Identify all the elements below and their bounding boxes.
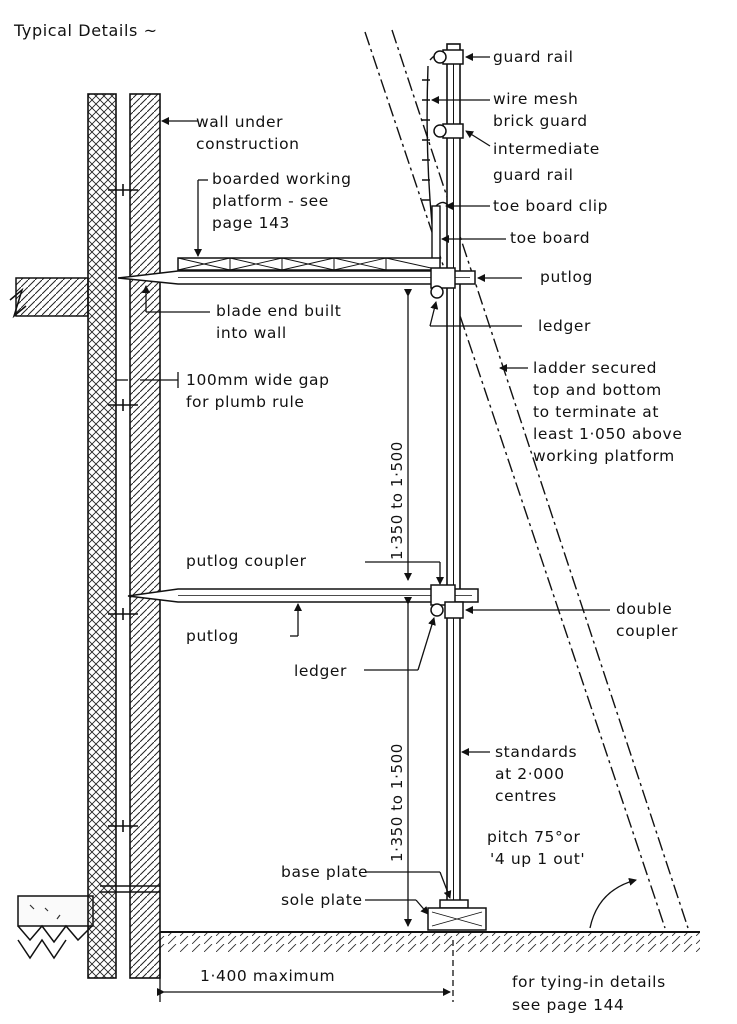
label-intermediate-guard-rail: guard rail [493, 166, 574, 184]
leader-lines [142, 53, 610, 915]
label-toe-board-clip: toe board clip [493, 197, 608, 215]
label-double: double [616, 600, 672, 618]
ground [160, 931, 700, 952]
label-wall-construction: construction [196, 135, 300, 153]
label-platform-3: page 143 [212, 214, 290, 232]
label-blade-2: into wall [216, 324, 287, 342]
ladder [364, 29, 689, 929]
label-platform-1: boarded working [212, 170, 352, 188]
label-putlog-lower: putlog [186, 627, 239, 645]
label-toe-board: toe board [510, 229, 590, 247]
sole-plate [427, 907, 487, 931]
pitch-angle-arc [589, 877, 637, 929]
label-ladder-1: ladder secured [533, 359, 657, 377]
putlog-upper [117, 267, 476, 299]
label-standards-3: centres [495, 787, 557, 805]
ground-slab [17, 895, 94, 960]
label-ledger-lower: ledger [294, 662, 347, 680]
diagram-title: Typical Details ~ [13, 21, 158, 40]
working-platform [177, 257, 441, 271]
label-putlog-top: putlog [540, 268, 593, 286]
wall-under-construction [87, 93, 161, 979]
dim-lower-height: 1·350 to 1·500 [388, 743, 406, 862]
label-ladder-4: least 1·050 above [533, 425, 682, 443]
label-platform-2: platform - see [212, 192, 329, 210]
standard [446, 43, 461, 913]
label-tying-2: see page 144 [512, 996, 625, 1014]
label-coupler: coupler [616, 622, 678, 640]
label-sole-plate: sole plate [281, 891, 363, 909]
base-plate [439, 899, 469, 909]
label-tying-1: for tying-in details [512, 973, 666, 991]
floor-slab [9, 277, 89, 319]
label-pitch-1: pitch 75°or [487, 828, 580, 846]
label-ladder-3: to terminate at [533, 403, 659, 421]
label-wall-under: wall under [196, 113, 283, 131]
intermediate-rail-coupler [433, 123, 464, 139]
label-pitch-2: '4 up 1 out' [490, 850, 585, 868]
label-standards-2: at 2·000 [495, 765, 565, 783]
dim-upper-height: 1·350 to 1·500 [388, 441, 406, 560]
label-gap-2: for plumb rule [186, 393, 305, 411]
label-putlog-coupler: putlog coupler [186, 552, 307, 570]
label-standards-1: standards [495, 743, 577, 761]
label-blade-1: blade end built [216, 302, 341, 320]
label-ledger-top: ledger [538, 317, 591, 335]
label-base-plate: base plate [281, 863, 368, 881]
label-intermediate: intermediate [493, 140, 600, 158]
label-wire-mesh: wire mesh [493, 90, 578, 108]
label-gap-1: 100mm wide gap [186, 371, 330, 389]
label-ladder-2: top and bottom [533, 381, 662, 399]
label-ladder-5: working platform [533, 447, 675, 465]
label-guard-rail: guard rail [493, 48, 574, 66]
putlog-lower [127, 584, 479, 619]
guard-rail-coupler [433, 49, 464, 65]
dim-width: 1·400 maximum [200, 967, 335, 985]
label-brick-guard: brick guard [493, 112, 588, 130]
